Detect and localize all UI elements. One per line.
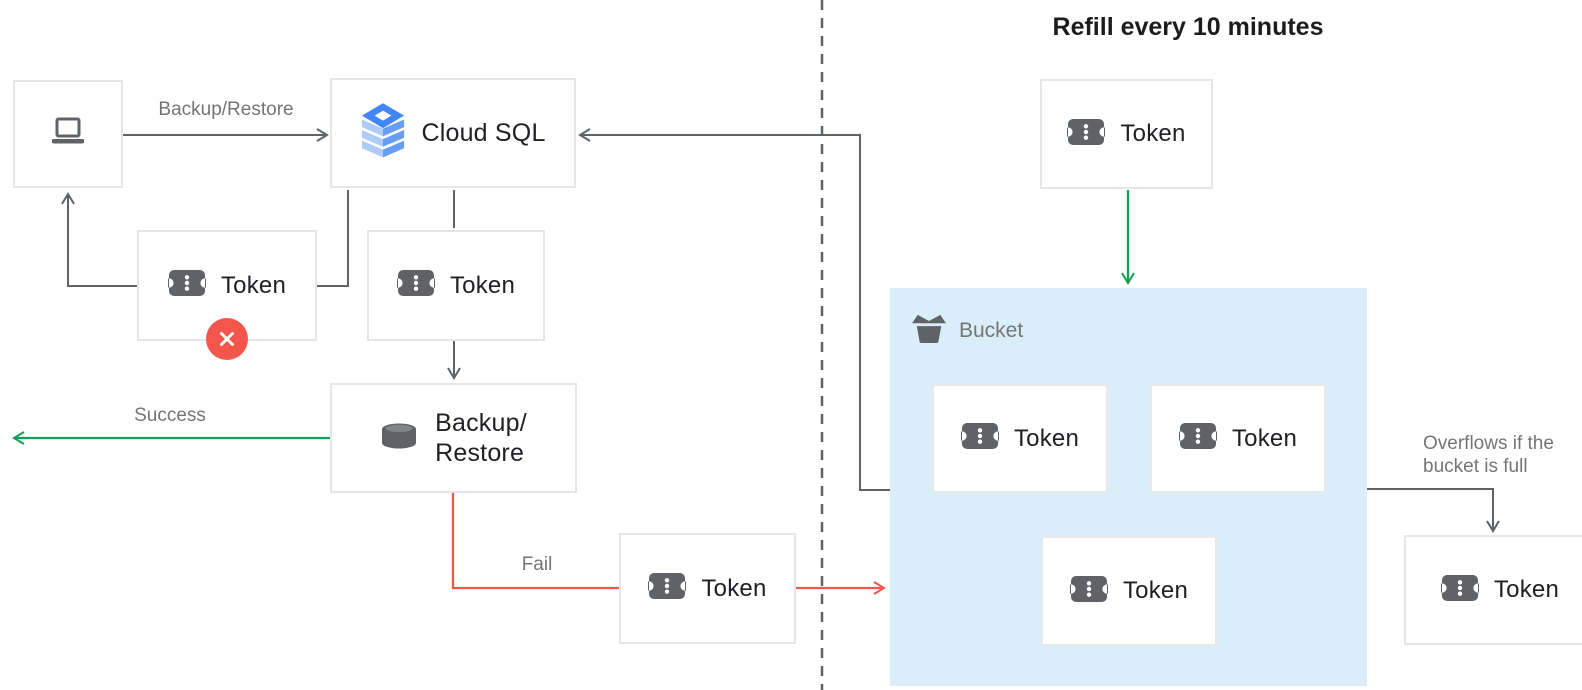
backup-restore-node: Backup/ Restore: [330, 383, 577, 493]
connector-bucket-to-overflow: [1367, 488, 1500, 533]
token-icon: [393, 268, 439, 303]
fail-label: Fail: [521, 554, 553, 575]
token-label: Token: [1231, 424, 1298, 452]
token-label: Token: [220, 271, 287, 299]
token-label: Token: [1120, 120, 1186, 147]
backup-restore-label-line1: Backup/: [435, 408, 527, 437]
token-icon: [957, 421, 1003, 456]
overflow-label: Overflows if the bucket is full: [1423, 433, 1554, 478]
token-icon: [1066, 574, 1112, 609]
token-icon: [644, 571, 691, 606]
connector-token-to-client: [61, 192, 138, 287]
token-icon: [164, 268, 210, 303]
token-fail-node: Token: [619, 533, 796, 644]
bucket-header: Bucket: [910, 312, 1023, 349]
connector-token-to-cloudsql: [316, 190, 349, 287]
connector-bucket-to-cloudsql: [578, 128, 890, 491]
backup-restore-label: Backup/ Restore: [435, 408, 527, 469]
token-label: Token: [1013, 424, 1080, 452]
token-icon: [1437, 573, 1483, 608]
cloud-sql-node: Cloud SQL: [330, 78, 576, 188]
bucket-label: Bucket: [959, 318, 1024, 342]
token-icon: [1175, 421, 1221, 456]
diagram-title: Refill every 10 minutes: [1052, 13, 1324, 41]
token-pending-node: Token: [367, 230, 545, 341]
token-label: Token: [1493, 576, 1560, 603]
token-label: Token: [701, 574, 767, 602]
cloud-sql-label: Cloud SQL: [421, 118, 546, 147]
token-refill-node: Token: [1040, 79, 1213, 189]
bucket-icon: [910, 312, 948, 349]
token-label: Token: [449, 271, 516, 299]
success-label: Success: [134, 405, 206, 426]
bucket-region: Bucket Token Token Token: [890, 288, 1367, 686]
bucket-token-2: Token: [1150, 384, 1326, 493]
laptop-icon: [48, 117, 88, 151]
backup-restore-edge-label: Backup/Restore: [158, 99, 294, 120]
bucket-token-1: Token: [932, 384, 1108, 493]
token-label: Token: [1122, 577, 1189, 604]
database-icon: [380, 422, 418, 455]
client-node: [13, 80, 123, 188]
cloud-sql-icon: [360, 102, 406, 164]
backup-restore-label-line2: Restore: [435, 439, 525, 467]
token-icon: [1063, 117, 1110, 152]
token-overflow-node: Token: [1404, 535, 1582, 645]
bucket-token-3: Token: [1041, 536, 1217, 646]
token-rejected-node: Token: [137, 230, 317, 360]
connector-fail: [451, 493, 619, 590]
error-x-icon: [206, 318, 248, 360]
